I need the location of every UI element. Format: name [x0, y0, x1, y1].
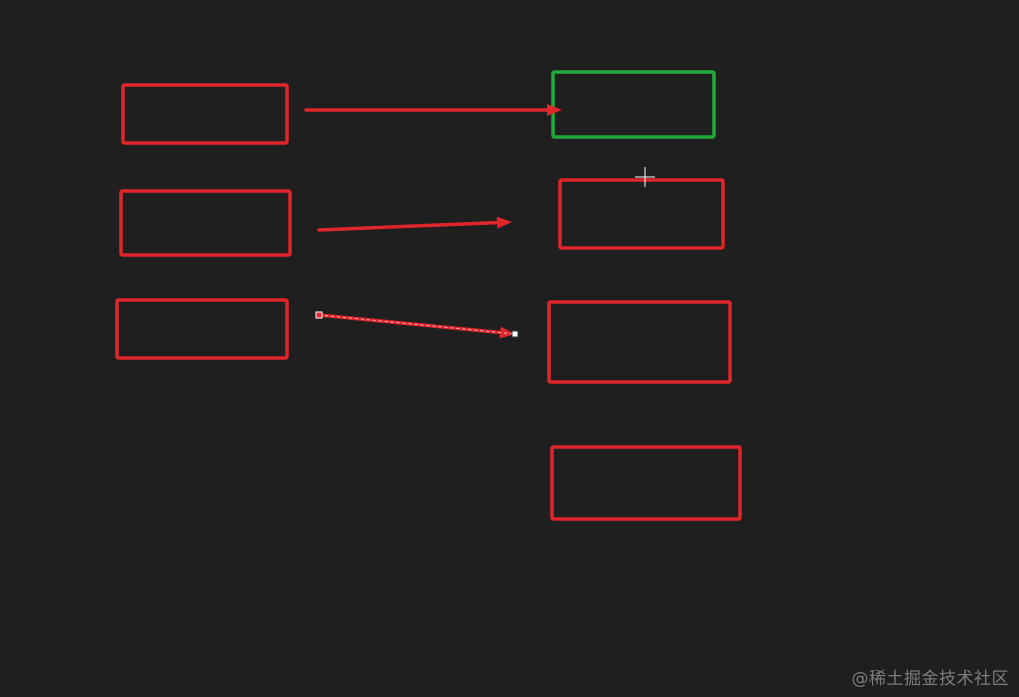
source-box-2[interactable]: [119, 189, 292, 257]
arrow-2[interactable]: [317, 216, 512, 232]
target-box-2[interactable]: [558, 178, 725, 250]
arrow-3-head: [499, 326, 515, 339]
arrow-3-start-handle[interactable]: [315, 311, 323, 319]
arrow-3-selection-line: [318, 314, 516, 335]
arrow-1[interactable]: [304, 104, 562, 116]
arrow-2-shaft: [317, 220, 499, 232]
arrow-2-head: [496, 216, 512, 229]
source-box-1[interactable]: [121, 83, 289, 145]
source-box-3[interactable]: [115, 298, 289, 360]
arrow-3[interactable]: [315, 311, 519, 339]
watermark: @稀土掘金技术社区: [851, 669, 1009, 689]
target-box-1[interactable]: [551, 70, 716, 139]
target-box-4[interactable]: [550, 445, 742, 521]
target-box-3[interactable]: [547, 300, 732, 384]
arrow-3-end-handle[interactable]: [511, 330, 519, 338]
arrow-1-head: [547, 104, 562, 116]
crosshair-cursor-icon: [635, 167, 655, 187]
